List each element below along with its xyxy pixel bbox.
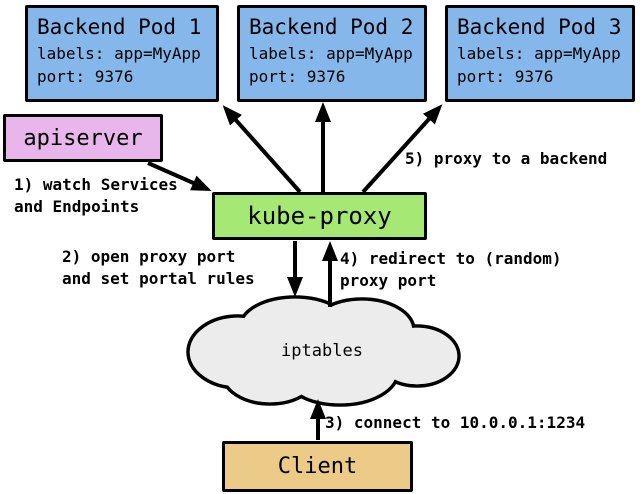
kube-proxy-label: kube-proxy — [247, 202, 392, 230]
backend-pod-1-box: Backend Pod 1 labels: app=MyApp port: 93… — [25, 5, 219, 102]
step2-annotation: 2) open proxy port and set portal rules — [62, 247, 255, 288]
backend-pod-3-port: port: 9376 — [457, 67, 554, 86]
step4-annotation: 4) redirect to (random) proxy port — [340, 249, 562, 290]
kube-proxy-box: kube-proxy — [212, 192, 427, 240]
backend-pod-2-labels: labels: app=MyApp — [249, 44, 413, 63]
iptables-label: iptables — [281, 341, 363, 361]
step5-annotation: 5) proxy to a backend — [405, 149, 608, 168]
client-label: Client — [277, 454, 358, 479]
backend-pod-1-title: Backend Pod 1 — [37, 15, 202, 39]
backend-pod-3-labels: labels: app=MyApp — [457, 44, 621, 63]
backend-pod-3-title: Backend Pod 3 — [457, 15, 622, 39]
backend-pod-1-port: port: 9376 — [37, 67, 134, 86]
arrow-kubeproxy-to-pod1 — [222, 105, 302, 194]
apiserver-label: apiserver — [23, 125, 143, 151]
backend-pod-3-box: Backend Pod 3 labels: app=MyApp port: 93… — [445, 5, 635, 102]
apiserver-box: apiserver — [3, 114, 163, 162]
backend-pod-2-title: Backend Pod 2 — [249, 15, 414, 39]
step3-annotation: 3) connect to 10.0.0.1:1234 — [325, 413, 586, 432]
backend-pod-2-port: port: 9376 — [249, 67, 346, 86]
client-box: Client — [222, 441, 413, 492]
backend-pod-1-labels: labels: app=MyApp — [37, 44, 201, 63]
step1-annotation: 1) watch Services and Endpoints — [14, 175, 178, 216]
backend-pod-2-box: Backend Pod 2 labels: app=MyApp port: 93… — [237, 5, 427, 102]
